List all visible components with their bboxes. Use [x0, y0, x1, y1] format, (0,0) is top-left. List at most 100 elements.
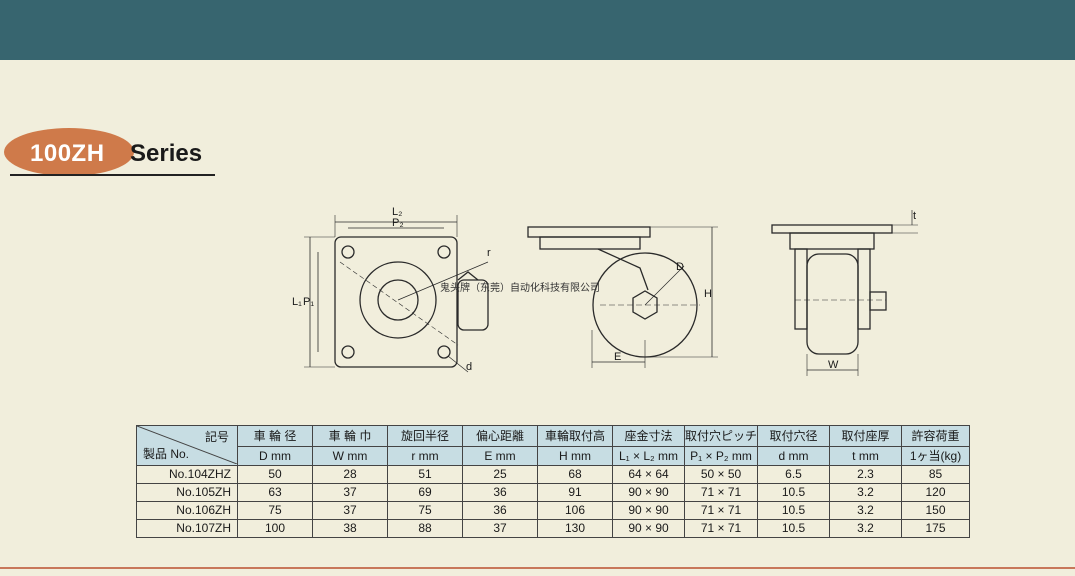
fork-top [457, 271, 479, 281]
top-plate [527, 226, 651, 238]
table-cell: 75 [237, 501, 313, 520]
model-number: No.107ZH [136, 519, 238, 538]
corner-symbol-label: 記号 [204, 430, 229, 444]
fork-leg-right [857, 248, 871, 330]
table-row: No.106ZH 75 37 75 36 106 90 × 90 71 × 71… [136, 501, 971, 520]
side-view [527, 226, 718, 368]
mount-hole [341, 345, 355, 359]
centerline [339, 261, 459, 346]
table-cell: 50 [237, 465, 313, 484]
mount-hole [437, 345, 451, 359]
model-number: No.104ZHZ [136, 465, 238, 484]
mount-hole [437, 245, 451, 259]
column-unit: P₁ × P₂ mm [683, 446, 759, 466]
table-cell: 150 [901, 501, 971, 520]
table-cell: 37 [462, 519, 538, 538]
spec-table: 記号 製品 No. 車 輪 径 車 輪 巾 旋回半径 偏心距離 車輪取付高 座金… [136, 425, 971, 538]
table-cell: 36 [462, 501, 538, 520]
dim-label-d: d [466, 361, 472, 373]
column-header: 偏心距離 [462, 425, 538, 447]
corner-product-label: 製品 No. [143, 447, 190, 461]
table-cell: 85 [901, 465, 971, 484]
column-unit: W mm [312, 446, 388, 466]
fork-arm [597, 248, 649, 291]
table-cell: 25 [462, 465, 538, 484]
dim-label-l1: L₁ [292, 296, 302, 308]
table-cell: 51 [387, 465, 463, 484]
dim-label-e: E [614, 351, 621, 363]
table-cell: 37 [312, 501, 388, 520]
table-cell: 2.3 [829, 465, 903, 484]
mount-hole [341, 245, 355, 259]
mounting-plate [334, 236, 458, 368]
table-cell: 3.2 [829, 519, 903, 538]
swivel-race [359, 261, 437, 339]
dim-label-wheel-d: D [676, 261, 684, 273]
table-cell: 91 [537, 483, 613, 502]
dim-label-p1: P₁ [303, 296, 314, 308]
table-cell: 71 × 71 [683, 501, 759, 520]
front-plate [771, 224, 893, 234]
column-header: 取付座厚 [829, 425, 903, 447]
column-header: 取付穴ピッチ [683, 425, 759, 447]
dim-label-l2: L₂ [392, 206, 402, 218]
column-header: 車輪取付高 [537, 425, 613, 447]
table-cell: 37 [312, 483, 388, 502]
table-cell: 10.5 [757, 519, 831, 538]
plan-view [304, 215, 489, 373]
table-cell: 100 [237, 519, 313, 538]
front-view [771, 210, 918, 376]
table-cell: 88 [387, 519, 463, 538]
column-unit: L₁ × L₂ mm [612, 446, 685, 466]
bearing-housing [539, 236, 641, 250]
fork-outline [457, 279, 489, 331]
table-cell: 50 × 50 [683, 465, 759, 484]
kingpin [377, 279, 419, 321]
dim-label-t: t [913, 210, 916, 222]
column-unit: d mm [757, 446, 831, 466]
series-underline [10, 174, 215, 176]
fork-leg-left [794, 248, 808, 330]
table-cell: 64 × 64 [612, 465, 685, 484]
table-row: No.105ZH 63 37 69 36 91 90 × 90 71 × 71 … [136, 483, 971, 502]
table-cell: 6.5 [757, 465, 831, 484]
column-unit: r mm [387, 446, 463, 466]
column-header: 許容荷重 [901, 425, 971, 447]
dim-label-h: H [704, 288, 712, 300]
table-cell: 38 [312, 519, 388, 538]
table-cell: 120 [901, 483, 971, 502]
axle-nut [632, 290, 658, 320]
table-cell: 10.5 [757, 483, 831, 502]
table-cell: 28 [312, 465, 388, 484]
table-row: No.107ZH 100 38 88 37 130 90 × 90 71 × 7… [136, 519, 971, 538]
dim-label-w: W [828, 359, 839, 371]
footer-rule [0, 567, 1075, 569]
table-cell: 130 [537, 519, 613, 538]
series-word: Series [130, 140, 203, 167]
table-cell: 90 × 90 [612, 501, 685, 520]
column-header: 車 輪 巾 [312, 425, 388, 447]
column-unit: D mm [237, 446, 313, 466]
header-band [0, 0, 1075, 60]
column-unit: H mm [537, 446, 613, 466]
column-header: 取付穴径 [757, 425, 831, 447]
table-cell: 36 [462, 483, 538, 502]
table-cell: 3.2 [829, 483, 903, 502]
watermark-text: 鬼头牌（东莞）自动化科技有限公司 [440, 281, 600, 294]
table-cell: 10.5 [757, 501, 831, 520]
corner-diagonal [137, 426, 237, 464]
table-row: No.104ZHZ 50 28 51 25 68 64 × 64 50 × 50… [136, 465, 971, 484]
front-wheel [806, 253, 859, 355]
column-unit: 1ヶ当(kg) [901, 446, 971, 466]
front-bearing [789, 232, 875, 250]
dim-label-p2: P₂ [392, 217, 404, 229]
table-cell: 106 [537, 501, 613, 520]
table-cell: 75 [387, 501, 463, 520]
table-cell: 68 [537, 465, 613, 484]
column-unit: E mm [462, 446, 538, 466]
axle-nut-front [869, 291, 887, 311]
series-badge [4, 128, 134, 176]
model-number: No.106ZH [136, 501, 238, 520]
table-corner-cell: 記号 製品 No. [136, 425, 238, 466]
